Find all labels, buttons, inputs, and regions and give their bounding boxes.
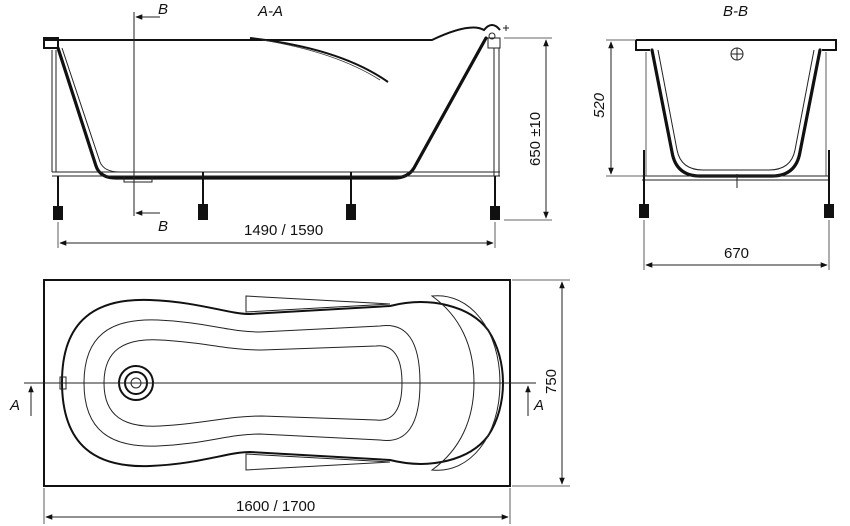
bb-section-title: B-B (723, 3, 748, 20)
aa-tub-body-outline (56, 36, 488, 180)
section-bb-view: B-B 520 670 (591, 3, 837, 270)
aa-length-dim: 1490 / 1590 (244, 222, 323, 239)
bb-rim (635, 39, 837, 51)
bb-width-dim: 670 (724, 245, 749, 262)
aa-leg-1 (53, 176, 63, 220)
aa-leg-4 (490, 176, 500, 220)
bb-tub-body-outline (650, 48, 822, 178)
plan-armrest-top (245, 295, 391, 313)
bb-depth-dim: 520 (591, 92, 608, 118)
aa-inner-bottom (61, 47, 390, 173)
aa-plus-mark-icon (503, 25, 509, 31)
aa-height-dim: 650 ±10 (527, 112, 544, 166)
aa-section-title: A-A (257, 3, 283, 20)
aa-cut-label-bottom: B (158, 218, 168, 235)
aa-backrest-curve (249, 37, 389, 83)
aa-backrest-inner (261, 39, 381, 81)
aa-overflow-icon (488, 32, 496, 40)
plan-length-dim: 1600 / 1700 (236, 498, 315, 515)
bb-crosshair-icon (731, 48, 743, 60)
aa-cut-label-top: B (158, 1, 168, 18)
aa-rim-left-edge (43, 37, 59, 49)
aa-right-bracket (487, 37, 501, 49)
plan-view: A A 1600 / 1700 750 (9, 279, 570, 524)
bb-leg-right (824, 150, 834, 218)
bb-drain-mark (730, 174, 744, 188)
aa-leg-3 (346, 172, 356, 220)
plan-armrest-bottom (245, 453, 391, 471)
plan-cut-label-left: A (9, 397, 20, 414)
aa-leg-2 (198, 172, 208, 220)
plan-width-dim: 750 (543, 369, 560, 394)
section-aa-view: B B A-A 1490 / 1590 650 ±10 (43, 1, 552, 248)
plan-headrest (430, 295, 501, 471)
aa-rim (44, 24, 501, 41)
bb-leg-left (639, 150, 649, 218)
plan-cut-label-right: A (533, 397, 544, 414)
bb-inner-outline (657, 49, 815, 171)
